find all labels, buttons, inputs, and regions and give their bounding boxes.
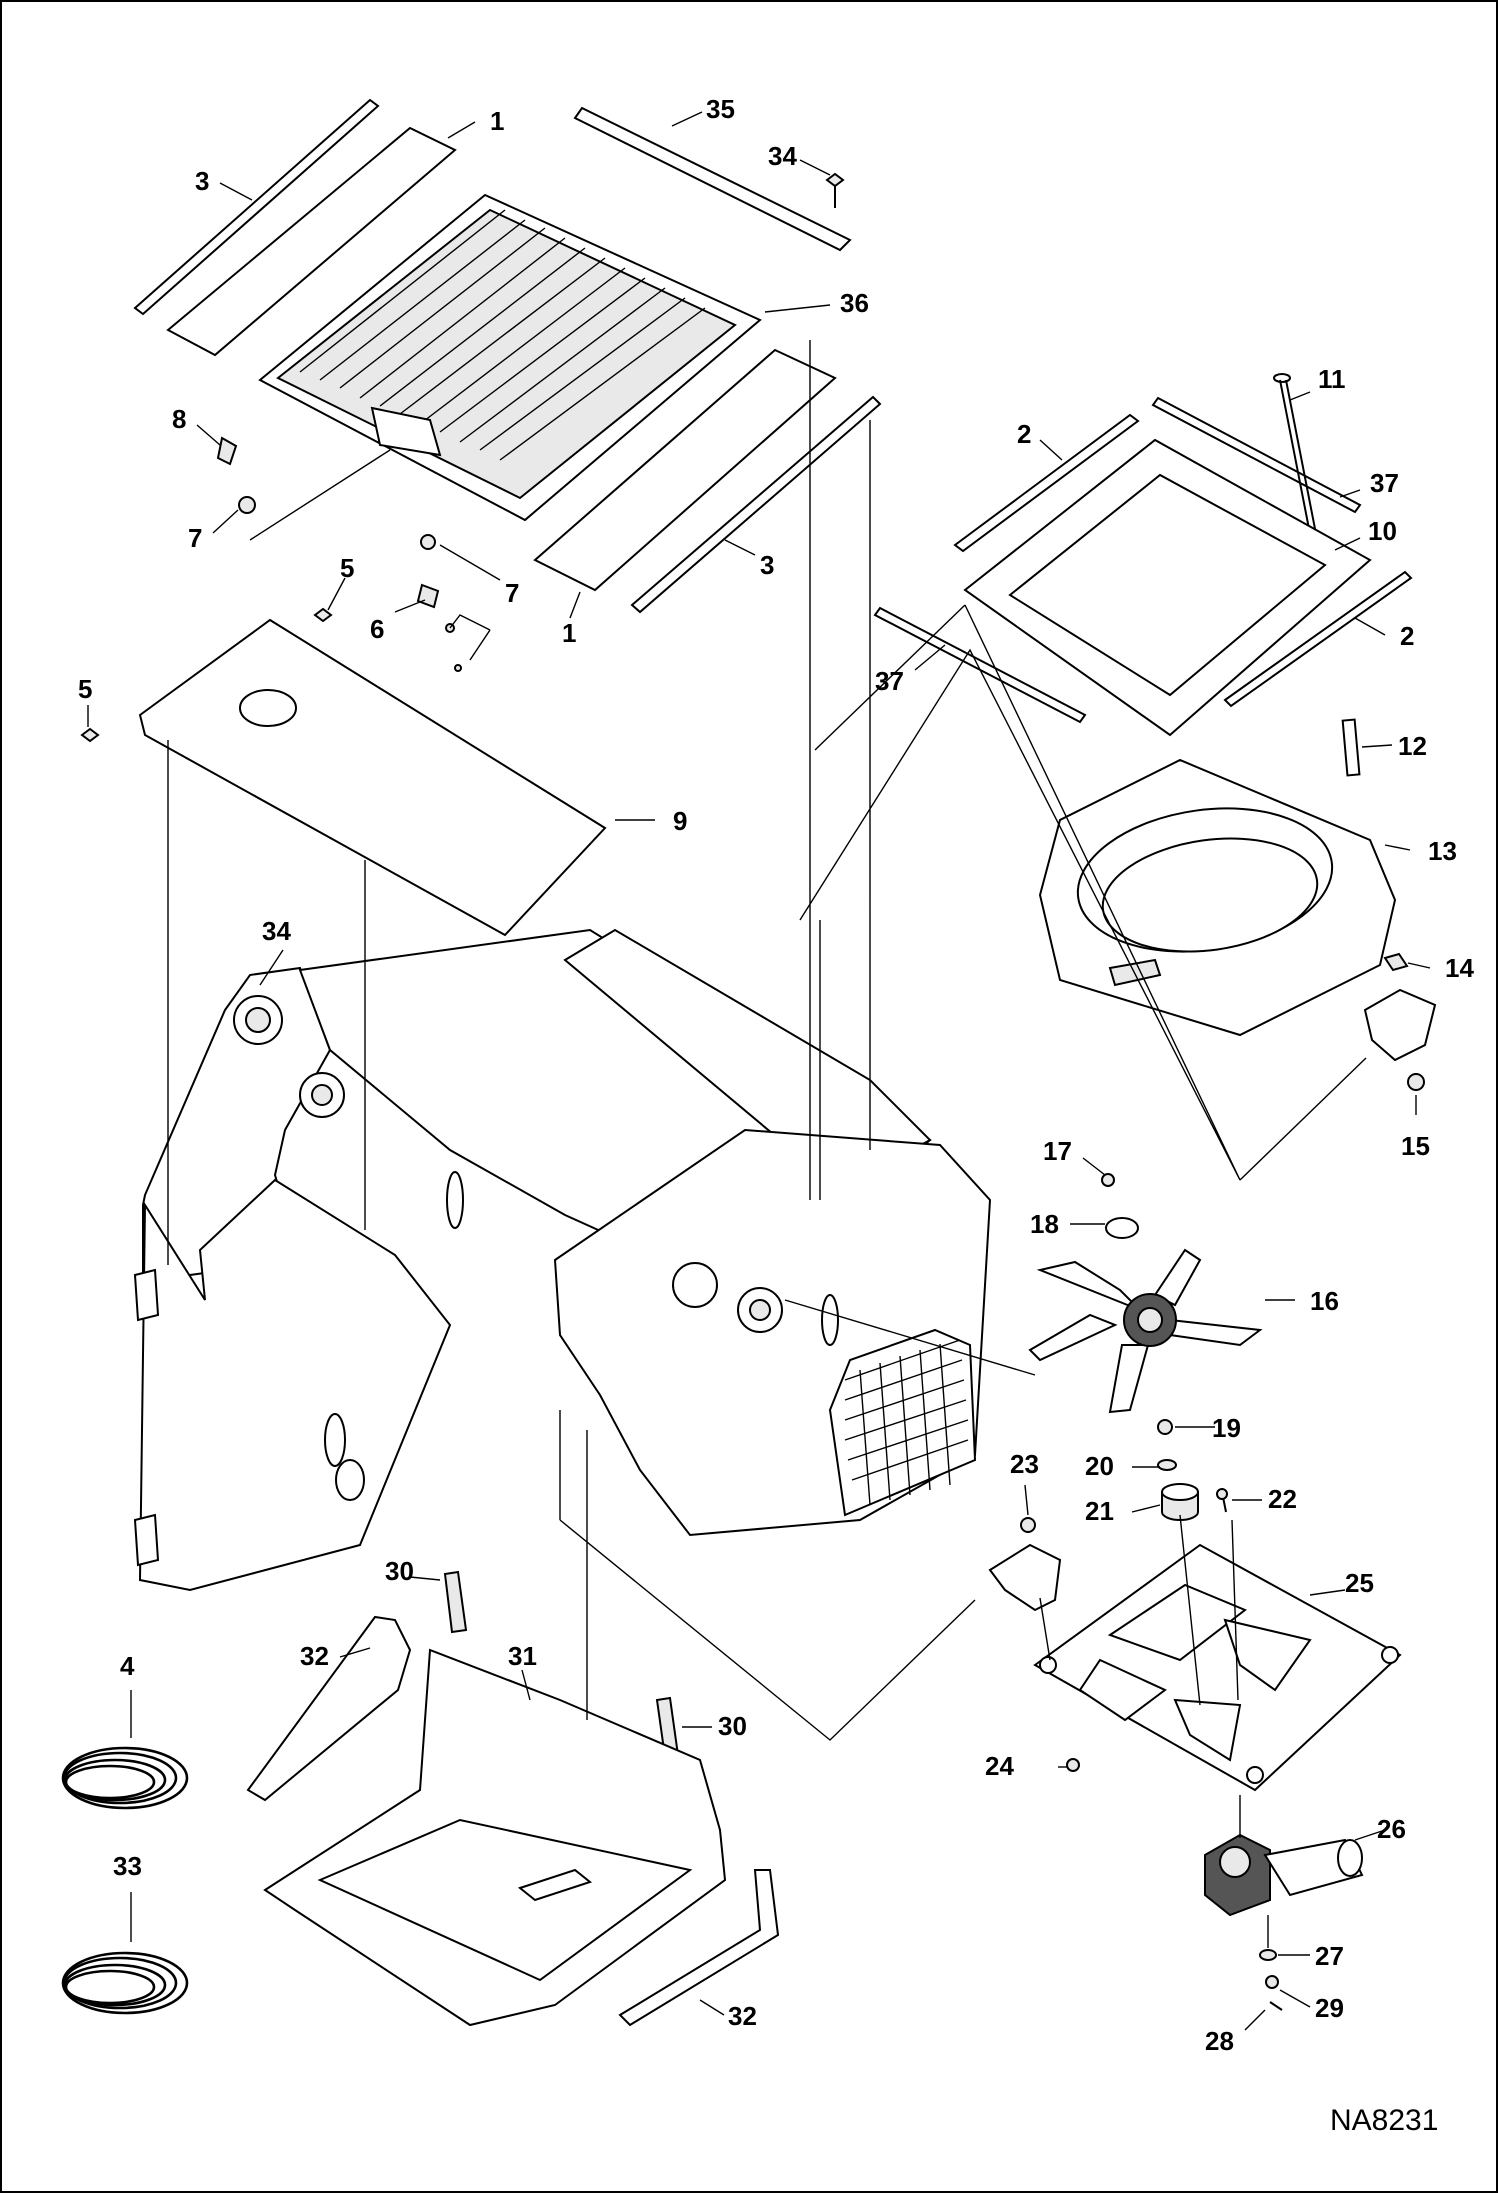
bolt-24 [1066, 1758, 1080, 1772]
callout-37-lower: 37 [875, 666, 904, 696]
callout-32-left: 32 [300, 1641, 329, 1671]
callout-28: 28 [1205, 2026, 1234, 2056]
nut-23 [1020, 1517, 1036, 1533]
washer-20 [1157, 1459, 1177, 1471]
key-28 [1269, 2001, 1283, 2011]
callout-23: 23 [1010, 1449, 1039, 1479]
callout-13: 13 [1428, 836, 1457, 866]
clip-6 [416, 583, 440, 609]
floor-pan-31 [263, 1648, 727, 2027]
callout-9: 9 [673, 806, 687, 836]
chassis-frame [133, 928, 992, 1592]
callout-10: 10 [1368, 516, 1397, 546]
callout-32-right: 32 [728, 2001, 757, 2031]
callout-20: 20 [1085, 1451, 1114, 1481]
strip-3-right [630, 395, 882, 614]
hub-plate-18 [1105, 1217, 1139, 1239]
callout-4: 4 [120, 1651, 135, 1681]
callout-37-upper: 37 [1370, 468, 1399, 498]
callout-24: 24 [985, 1751, 1014, 1781]
nut-7-left [238, 496, 256, 514]
bolt-17 [1101, 1173, 1115, 1187]
seal-coil-4 [61, 1746, 189, 1810]
strip-35 [573, 106, 852, 252]
seal-coil-33 [61, 1951, 189, 2015]
grille-36 [258, 193, 762, 522]
callout-26: 26 [1377, 1814, 1406, 1844]
bolt-5-top [313, 607, 333, 623]
callout-19: 19 [1212, 1413, 1241, 1443]
callout-12: 12 [1398, 731, 1427, 761]
pad-14 [1363, 988, 1437, 1062]
callout-15: 15 [1401, 1131, 1430, 1161]
bolt-5-left [80, 727, 100, 743]
callout-21: 21 [1085, 1496, 1114, 1526]
top-plate-9 [138, 618, 607, 937]
base-plate-25 [1033, 1543, 1402, 1792]
callout-29: 29 [1315, 1993, 1344, 2023]
callout-34-chassis: 34 [262, 916, 291, 946]
bolt-34-top [825, 172, 845, 208]
callout-31: 31 [508, 1641, 537, 1671]
isolator-21 [1161, 1483, 1199, 1521]
callout-36: 36 [840, 288, 869, 318]
callout-25: 25 [1345, 1568, 1374, 1598]
nut-19 [1157, 1419, 1173, 1435]
callout-7-right: 7 [505, 578, 519, 608]
callout-17: 17 [1043, 1136, 1072, 1166]
strip-37-lower [873, 606, 1087, 724]
strip-2-upper [953, 413, 1140, 553]
callout-5-left: 5 [78, 674, 92, 704]
strip-3-left [133, 98, 380, 316]
callout-2-upper: 2 [1017, 419, 1031, 449]
callout-27: 27 [1315, 1941, 1344, 1971]
callout-16: 16 [1310, 1286, 1339, 1316]
callout-8: 8 [172, 404, 186, 434]
fastener-30-left [443, 1570, 468, 1634]
washer-27 [1259, 1949, 1277, 1961]
cover-panel-1-left [166, 126, 457, 357]
callout-6: 6 [370, 614, 384, 644]
spacer-12 [1341, 718, 1361, 777]
fan-16 [1028, 1248, 1263, 1414]
motor-26 [1204, 1833, 1364, 1917]
callout-30-right: 30 [718, 1711, 747, 1741]
callout-34-top: 34 [768, 141, 797, 171]
seal-strip-32-left [246, 1615, 412, 1802]
strip-2-lower [1223, 570, 1413, 708]
strip-37-upper [1151, 396, 1362, 514]
callout-5-top: 5 [340, 553, 354, 583]
callout-14: 14 [1445, 953, 1474, 983]
callout-35: 35 [706, 94, 735, 124]
leader-lines [87, 111, 1431, 2031]
callout-labels: 1 35 3 34 36 8 7 3 5 7 6 1 5 9 11 2 37 1… [78, 94, 1474, 2056]
callout-3-right: 3 [760, 550, 774, 580]
callout-3-left: 3 [195, 166, 209, 196]
cover-panel-1-right [533, 348, 837, 592]
callout-7-left: 7 [188, 523, 202, 553]
callout-2-lower: 2 [1400, 621, 1414, 651]
nut-29 [1265, 1975, 1279, 1989]
seal-strip-32-right [618, 1869, 780, 2027]
fan-shroud-13 [1038, 758, 1397, 1037]
pad-23 [988, 1543, 1062, 1612]
frame-10 [963, 438, 1372, 737]
callout-30-left: 30 [385, 1556, 414, 1586]
clip-14 [1383, 952, 1409, 972]
clip-8 [216, 436, 238, 466]
callout-18: 18 [1030, 1209, 1059, 1239]
stud-22 [1216, 1488, 1228, 1513]
callout-11: 11 [1318, 364, 1346, 394]
callout-1-top: 1 [490, 106, 504, 136]
callout-22: 22 [1268, 1484, 1297, 1514]
callout-1-bottom: 1 [562, 618, 576, 648]
nut-15 [1407, 1073, 1425, 1091]
figure-reference-id: NA8231 [1330, 2104, 1438, 2137]
callout-33: 33 [113, 1851, 142, 1881]
